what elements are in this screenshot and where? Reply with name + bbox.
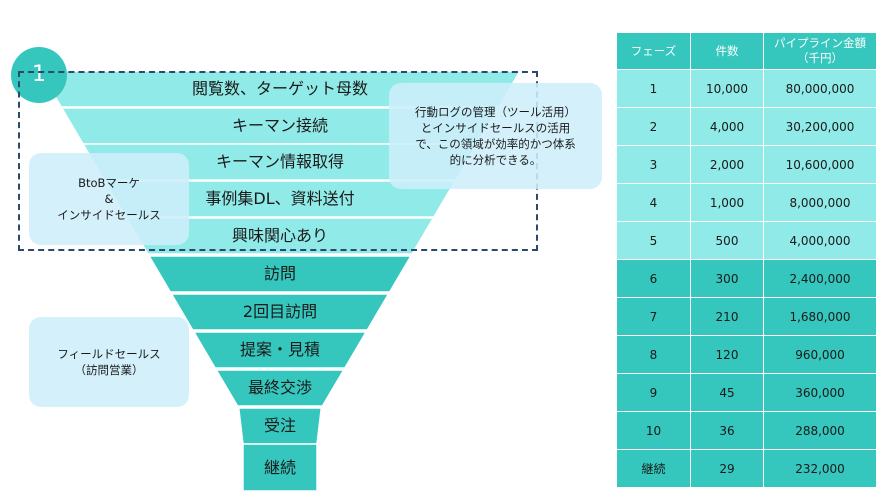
- cell-phase: 3: [616, 145, 691, 184]
- header-phase: フェーズ: [616, 32, 691, 70]
- funnel-stage-band: [192, 331, 368, 369]
- cell-phase: 10: [616, 411, 691, 450]
- funnel-stage-label: 閲覧数、ターゲット母数: [191, 79, 368, 98]
- funnel-stage-band: [170, 293, 390, 331]
- funnel-stage-band: [147, 255, 413, 293]
- cell-amount: 4,000,000: [763, 221, 877, 260]
- funnel-stage-label: キーマン接続: [231, 116, 328, 135]
- funnel-stage-label: 興味関心あり: [231, 226, 328, 245]
- table-header-row: フェーズ 件数 パイプライン金額 （千円）: [616, 32, 877, 70]
- funnel-stage-label: 提案・見積: [239, 340, 320, 359]
- funnel-stage-label: 事例集DL、資料送付: [205, 189, 355, 208]
- funnel-stage-band: [242, 443, 318, 492]
- cell-phase: 9: [616, 373, 691, 412]
- cell-phase: 4: [616, 183, 691, 222]
- cell-phase: 7: [616, 297, 691, 336]
- cell-count: 1,000: [690, 183, 764, 222]
- funnel-stage-label: 最終交渉: [247, 378, 312, 397]
- cell-count: 29: [690, 449, 764, 488]
- cell-phase: 8: [616, 335, 691, 374]
- cell-phase: 継続: [616, 449, 691, 488]
- funnel-stage-band: [215, 369, 345, 407]
- funnel-diagram: [38, 70, 522, 492]
- funnel-stage-label: 継続: [263, 457, 296, 477]
- cell-amount: 30,200,000: [763, 107, 877, 146]
- cell-amount: 288,000: [763, 411, 877, 450]
- cell-amount: 1,680,000: [763, 297, 877, 336]
- cell-amount: 960,000: [763, 335, 877, 374]
- funnel-stage-label: 2回目訪問: [242, 302, 318, 321]
- cell-count: 300: [690, 259, 764, 298]
- cell-phase: 5: [616, 221, 691, 260]
- cell-phase: 6: [616, 259, 691, 298]
- step-number-badge: 1: [11, 47, 67, 103]
- cell-count: 210: [690, 297, 764, 336]
- funnel-stage-label: 受注: [263, 416, 296, 435]
- header-amount: パイプライン金額 （千円）: [763, 32, 877, 70]
- cell-amount: 80,000,000: [763, 69, 877, 108]
- cell-amount: 8,000,000: [763, 183, 877, 222]
- cell-count: 45: [690, 373, 764, 412]
- cell-count: 10,000: [690, 69, 764, 108]
- cell-count: 500: [690, 221, 764, 260]
- behavior-log-note: 行動ログの管理（ツール活用） とインサイドセールスの活用 で、この領域が効率的か…: [389, 83, 602, 189]
- btob-inside-sales-note: BtoBマーケ & インサイドセールス: [29, 153, 189, 245]
- header-count: 件数: [690, 32, 764, 70]
- cell-count: 4,000: [690, 107, 764, 146]
- cell-phase: 2: [616, 107, 691, 146]
- cell-amount: 232,000: [763, 449, 877, 488]
- cell-amount: 10,600,000: [763, 145, 877, 184]
- cell-phase: 1: [616, 69, 691, 108]
- funnel-stage-label: 訪問: [263, 264, 296, 283]
- cell-count: 36: [690, 411, 764, 450]
- funnel-stage-label: キーマン情報取得: [215, 152, 344, 171]
- cell-amount: 360,000: [763, 373, 877, 412]
- cell-count: 2,000: [690, 145, 764, 184]
- cell-count: 120: [690, 335, 764, 374]
- cell-amount: 2,400,000: [763, 259, 877, 298]
- field-sales-note: フィールドセールス （訪問営業）: [29, 317, 189, 407]
